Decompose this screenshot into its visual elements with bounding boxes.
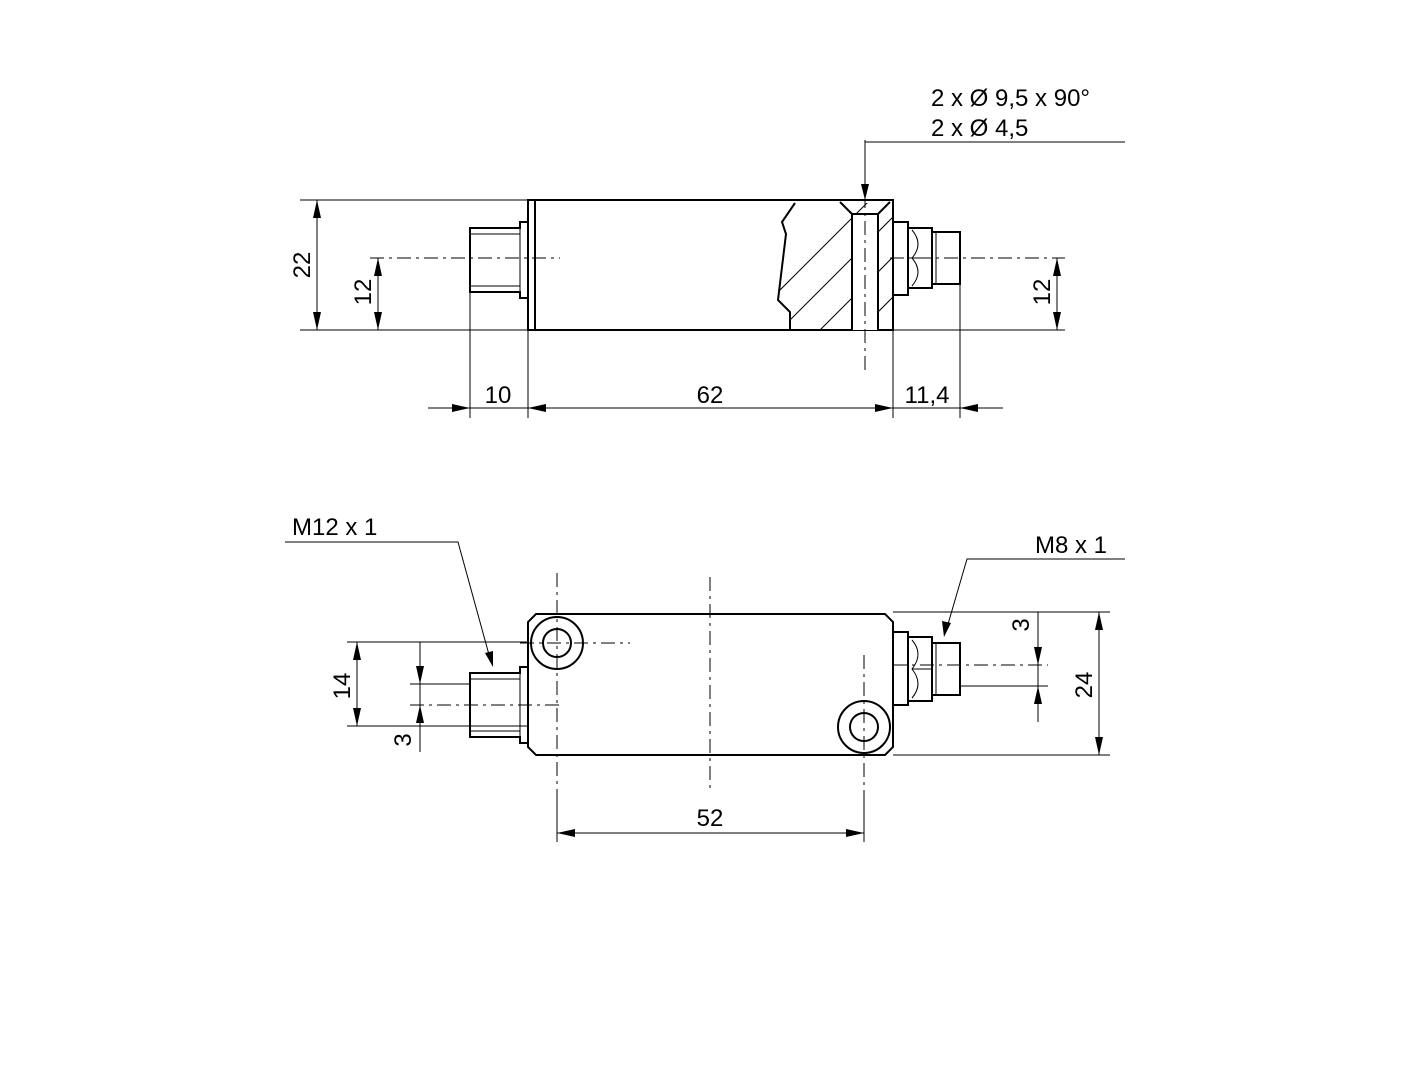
side-m12-thread-outline	[469, 221, 528, 299]
dim-label-14: 14	[329, 673, 356, 700]
top-m8-connector	[931, 642, 961, 696]
side-countersink-right	[877, 201, 891, 215]
dim-label-12-left: 12	[350, 279, 377, 306]
top-body-outline	[527, 613, 894, 756]
hole-note-leader	[864, 141, 1125, 196]
thread-label-m8: M8 x 1	[1035, 532, 1107, 559]
top-connector-collar	[893, 631, 909, 706]
dim-label-52: 52	[697, 805, 724, 832]
side-view: 2 x Ø 9,5 x 90° 2 x Ø 4,5 22 12 12 10 62	[289, 85, 1125, 418]
top-view: M12 x 1 M8 x 1 14 3 3 24	[285, 514, 1125, 842]
dim-label-12-right: 12	[1029, 279, 1056, 306]
dim-label-3-left: 3	[390, 733, 417, 746]
dim-label-24: 24	[1071, 672, 1098, 699]
m12-leader	[285, 541, 492, 663]
side-breakout-line	[776, 202, 796, 330]
hole-note-line1: 2 x Ø 9,5 x 90°	[931, 85, 1090, 112]
dim-label-62: 62	[697, 382, 724, 409]
side-countersink-left	[839, 201, 853, 215]
dim-label-22: 22	[289, 252, 316, 279]
hole-note-line2: 2 x Ø 4,5	[931, 115, 1028, 142]
side-m8-connector	[931, 231, 961, 285]
thread-label-m12: M12 x 1	[292, 514, 377, 541]
dim-label-11-4: 11,4	[905, 382, 950, 409]
dim-label-10: 10	[485, 382, 512, 409]
dim-label-3-right: 3	[1008, 618, 1035, 631]
side-body-outline	[527, 199, 894, 331]
m8-leader	[945, 558, 1125, 632]
